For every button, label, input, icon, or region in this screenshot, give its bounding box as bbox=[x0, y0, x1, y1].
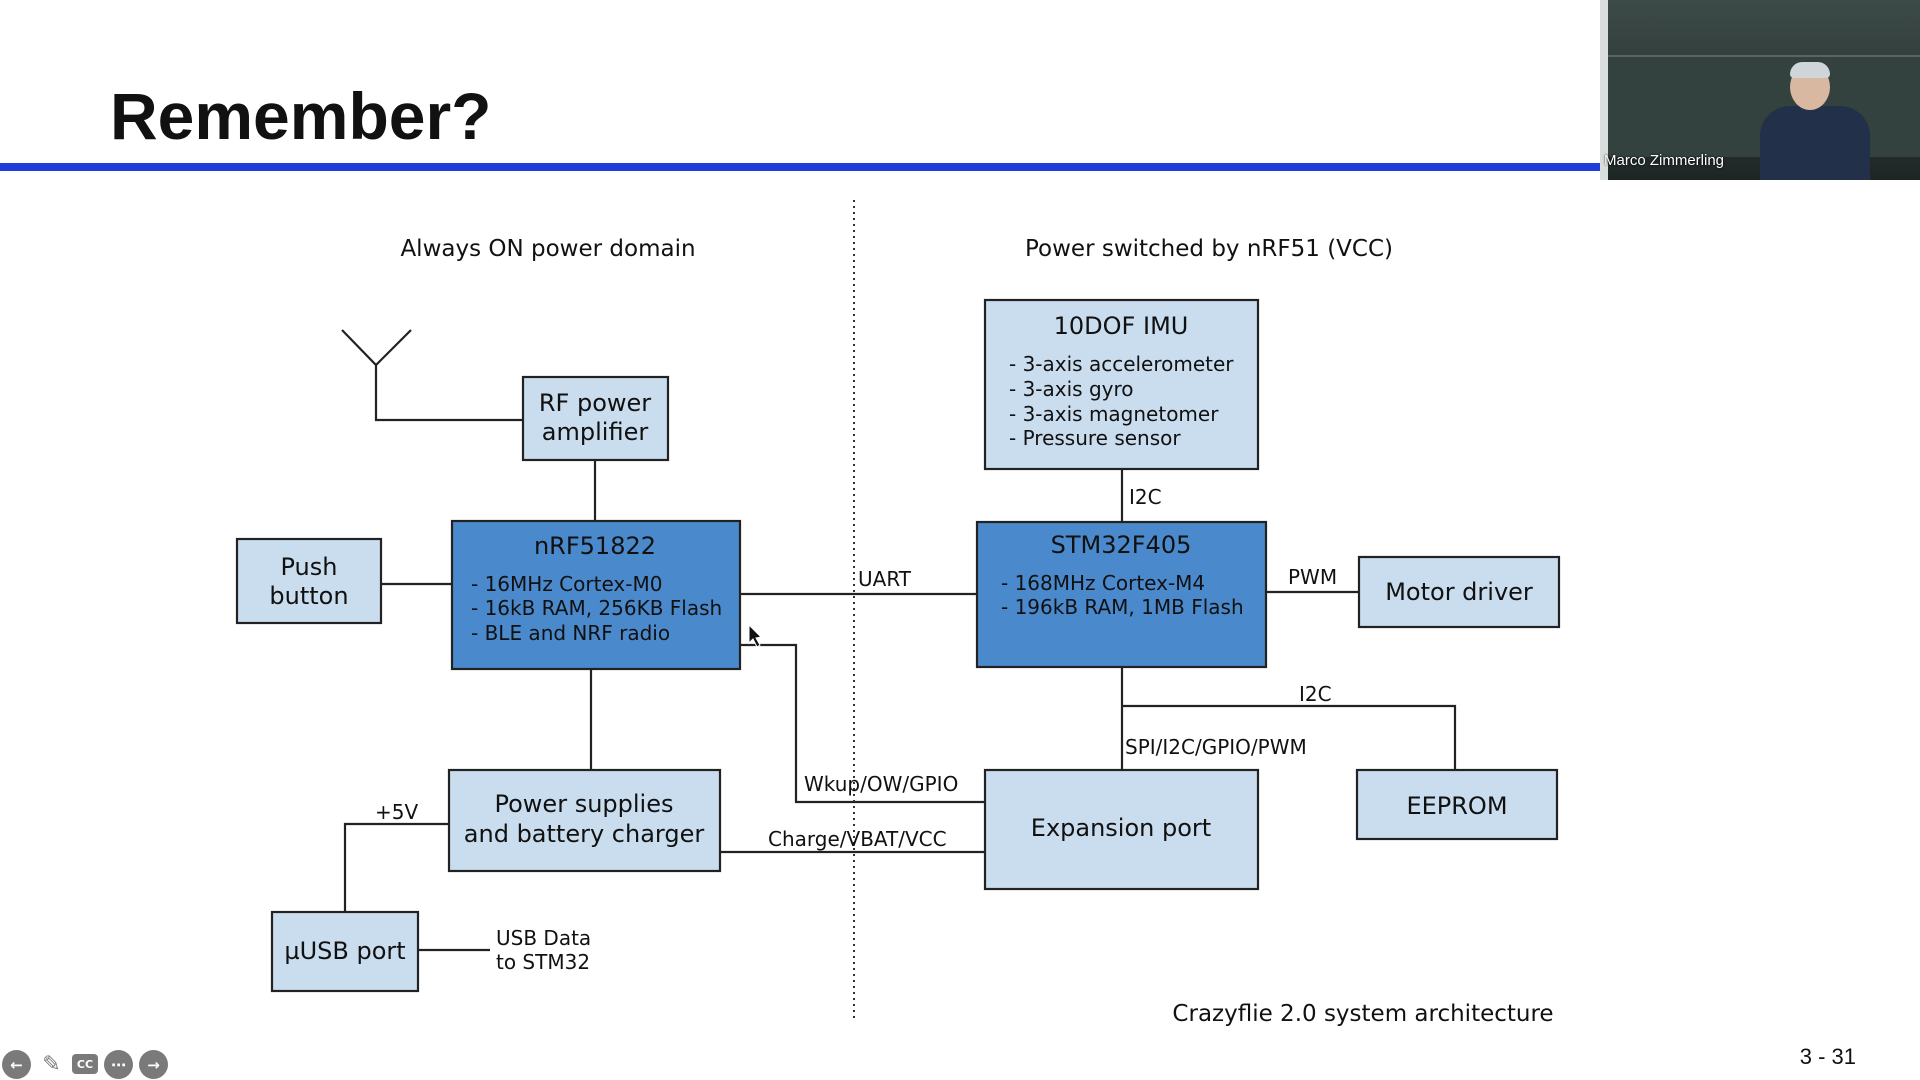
line-eeprom bbox=[1122, 704, 1457, 770]
line-wkup bbox=[740, 643, 985, 804]
imu-spec-1: - 3-axis accelerometer bbox=[1009, 352, 1234, 376]
nrf-block bbox=[450, 519, 742, 671]
usb-data-label-1: USB Data bbox=[496, 926, 591, 950]
nrf-spec-2: - 16kB RAM, 256KB Flash bbox=[471, 596, 722, 620]
rf-amp-block bbox=[521, 375, 670, 462]
charge-label: Charge/VBAT/VCC bbox=[768, 827, 947, 851]
diagram-caption: Crazyflie 2.0 system architecture bbox=[1172, 1001, 1553, 1027]
nrf-title: nRF51822 bbox=[534, 532, 656, 560]
expansion-label: Expansion port bbox=[1031, 814, 1211, 842]
imu-title: 10DOF IMU bbox=[1054, 312, 1189, 340]
line-5v bbox=[343, 822, 449, 912]
pwm-label: PWM bbox=[1288, 565, 1337, 589]
power-label-1: Power supplies bbox=[495, 790, 674, 818]
title-rule bbox=[0, 163, 1600, 171]
usb-data-label-2: to STM32 bbox=[496, 950, 590, 974]
video-frame-edge bbox=[1600, 0, 1608, 180]
stm-title: STM32F405 bbox=[1051, 531, 1192, 559]
eeprom-block bbox=[1355, 768, 1559, 841]
wkup-label: Wkup/OW/GPIO bbox=[804, 772, 958, 796]
power-label-2: and battery charger bbox=[464, 820, 705, 848]
slide-controls: ← ✎ CC ⋯ → bbox=[2, 1050, 168, 1079]
imu-spec-3: - 3-axis magnetomer bbox=[1009, 402, 1219, 426]
power-block bbox=[447, 768, 722, 873]
plus5v-label: +5V bbox=[375, 800, 418, 824]
antenna-icon bbox=[341, 329, 523, 422]
uart-label: UART bbox=[858, 567, 912, 591]
arrow-right-icon[interactable]: → bbox=[139, 1050, 168, 1079]
push-button-label-1: Push bbox=[281, 553, 338, 581]
mouse-cursor-icon bbox=[748, 623, 763, 648]
nrf-spec-3: - BLE and NRF radio bbox=[471, 621, 670, 645]
motor-block bbox=[1357, 555, 1561, 629]
rf-amp-label-1: RF power bbox=[539, 389, 651, 417]
presenter-hair bbox=[1790, 62, 1830, 78]
usb-label: µUSB port bbox=[284, 937, 405, 965]
domain-right-label: Power switched by nRF51 (VCC) bbox=[1025, 236, 1393, 262]
presenter-name: Marco Zimmerling bbox=[1604, 152, 1725, 169]
eeprom-label: EEPROM bbox=[1406, 792, 1507, 820]
connection-lines bbox=[341, 329, 1457, 952]
imu-spec-4: - Pressure sensor bbox=[1009, 426, 1181, 450]
spi-label: SPI/I2C/GPIO/PWM bbox=[1125, 735, 1307, 759]
i2c-imu-label: I2C bbox=[1129, 485, 1162, 509]
stm-block bbox=[975, 520, 1268, 669]
push-button-label-2: button bbox=[269, 582, 348, 610]
push-button-block bbox=[235, 537, 383, 625]
arrow-left-icon[interactable]: ← bbox=[2, 1050, 31, 1079]
ellipsis-icon[interactable]: ⋯ bbox=[104, 1050, 133, 1079]
captions-button[interactable]: CC bbox=[72, 1054, 98, 1074]
stm-spec-1: - 168MHz Cortex-M4 bbox=[1001, 571, 1205, 595]
pencil-icon[interactable]: ✎ bbox=[42, 1052, 61, 1077]
imu-block bbox=[983, 298, 1260, 471]
rf-amp-label-2: amplifier bbox=[542, 418, 649, 446]
imu-spec-2: - 3-axis gyro bbox=[1009, 377, 1134, 401]
page-number: 3 - 31 bbox=[1799, 1044, 1856, 1069]
domain-left-label: Always ON power domain bbox=[400, 236, 695, 262]
presenter-video[interactable]: Marco Zimmerling bbox=[1600, 0, 1920, 180]
stm-spec-2: - 196kB RAM, 1MB Flash bbox=[1001, 595, 1244, 619]
usb-block bbox=[270, 910, 420, 993]
nrf-spec-1: - 16MHz Cortex-M0 bbox=[471, 572, 662, 596]
i2c-eeprom-label: I2C bbox=[1299, 682, 1332, 706]
motor-label: Motor driver bbox=[1385, 578, 1533, 606]
presenter-body bbox=[1760, 106, 1870, 180]
expansion-block bbox=[983, 768, 1260, 891]
slide-title: Remember? bbox=[110, 79, 492, 153]
